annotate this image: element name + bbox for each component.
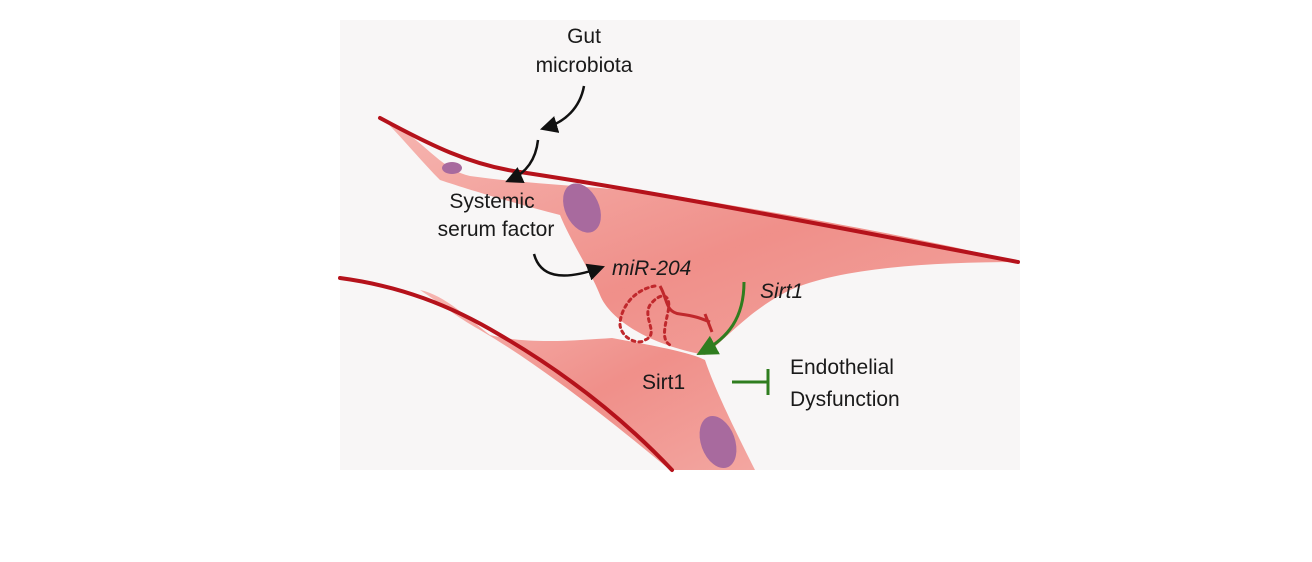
nucleus (563, 183, 601, 233)
mir-204-inhibition-line (658, 285, 711, 324)
systemic-serum-factor-label: serum factor (438, 218, 555, 241)
gut-microbiota-label: microbiota (536, 54, 633, 77)
gut-microbiota-arrow (539, 85, 586, 133)
sirt1-activation-arrow (696, 281, 746, 355)
nucleus (699, 415, 737, 469)
mir-204-label: miR-204 (612, 257, 691, 280)
gut-microbiota-label: Gut (567, 25, 601, 48)
endothelial-dysfunction-label: Endothelial (790, 356, 894, 379)
systemic-serum-factor-label: Systemic (449, 190, 534, 213)
mir-204-hairpin-icon (618, 284, 672, 347)
serum-factor-arrow (532, 253, 605, 281)
mir-204-inhibition-bar (703, 313, 714, 333)
nucleus (442, 162, 462, 174)
lower-vessel-wall (338, 276, 674, 472)
upper-endothelial-cell (382, 118, 1018, 355)
endothelial-dysfunction-label: Dysfunction (790, 388, 900, 411)
sirt1-protein-label: Sirt1 (642, 371, 685, 394)
gut-microbiota-arrow-lower (505, 139, 540, 184)
sirt1-gene-label: Sirt1 (760, 280, 803, 303)
lower-endothelial-cell (420, 290, 755, 470)
upper-vessel-wall (378, 116, 1020, 264)
